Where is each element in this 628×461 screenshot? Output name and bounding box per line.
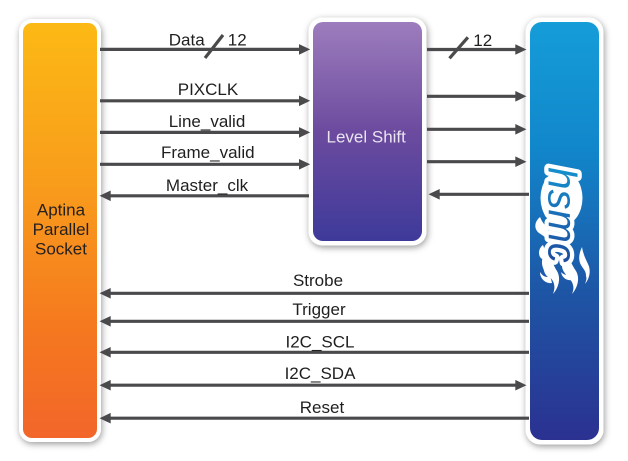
svg-text:Socket: Socket — [35, 240, 87, 259]
svg-text:Line_valid: Line_valid — [169, 112, 246, 131]
svg-text:Master_clk: Master_clk — [166, 176, 249, 195]
svg-text:Frame_valid: Frame_valid — [161, 143, 255, 162]
svg-text:Reset: Reset — [300, 398, 345, 417]
svg-text:Level Shift: Level Shift — [327, 127, 407, 146]
svg-text:Strobe: Strobe — [293, 271, 343, 290]
svg-text:PIXCLK: PIXCLK — [178, 80, 239, 99]
svg-text:hsmc: hsmc — [540, 167, 584, 263]
svg-text:Aptina: Aptina — [37, 200, 86, 219]
svg-text:12: 12 — [228, 30, 247, 49]
svg-text:I2C_SCL: I2C_SCL — [286, 332, 355, 351]
svg-text:Parallel: Parallel — [33, 220, 90, 239]
svg-text:Trigger: Trigger — [292, 300, 346, 319]
svg-text:Data: Data — [169, 30, 205, 49]
svg-text:I2C_SDA: I2C_SDA — [285, 364, 357, 383]
svg-text:12: 12 — [473, 31, 492, 50]
